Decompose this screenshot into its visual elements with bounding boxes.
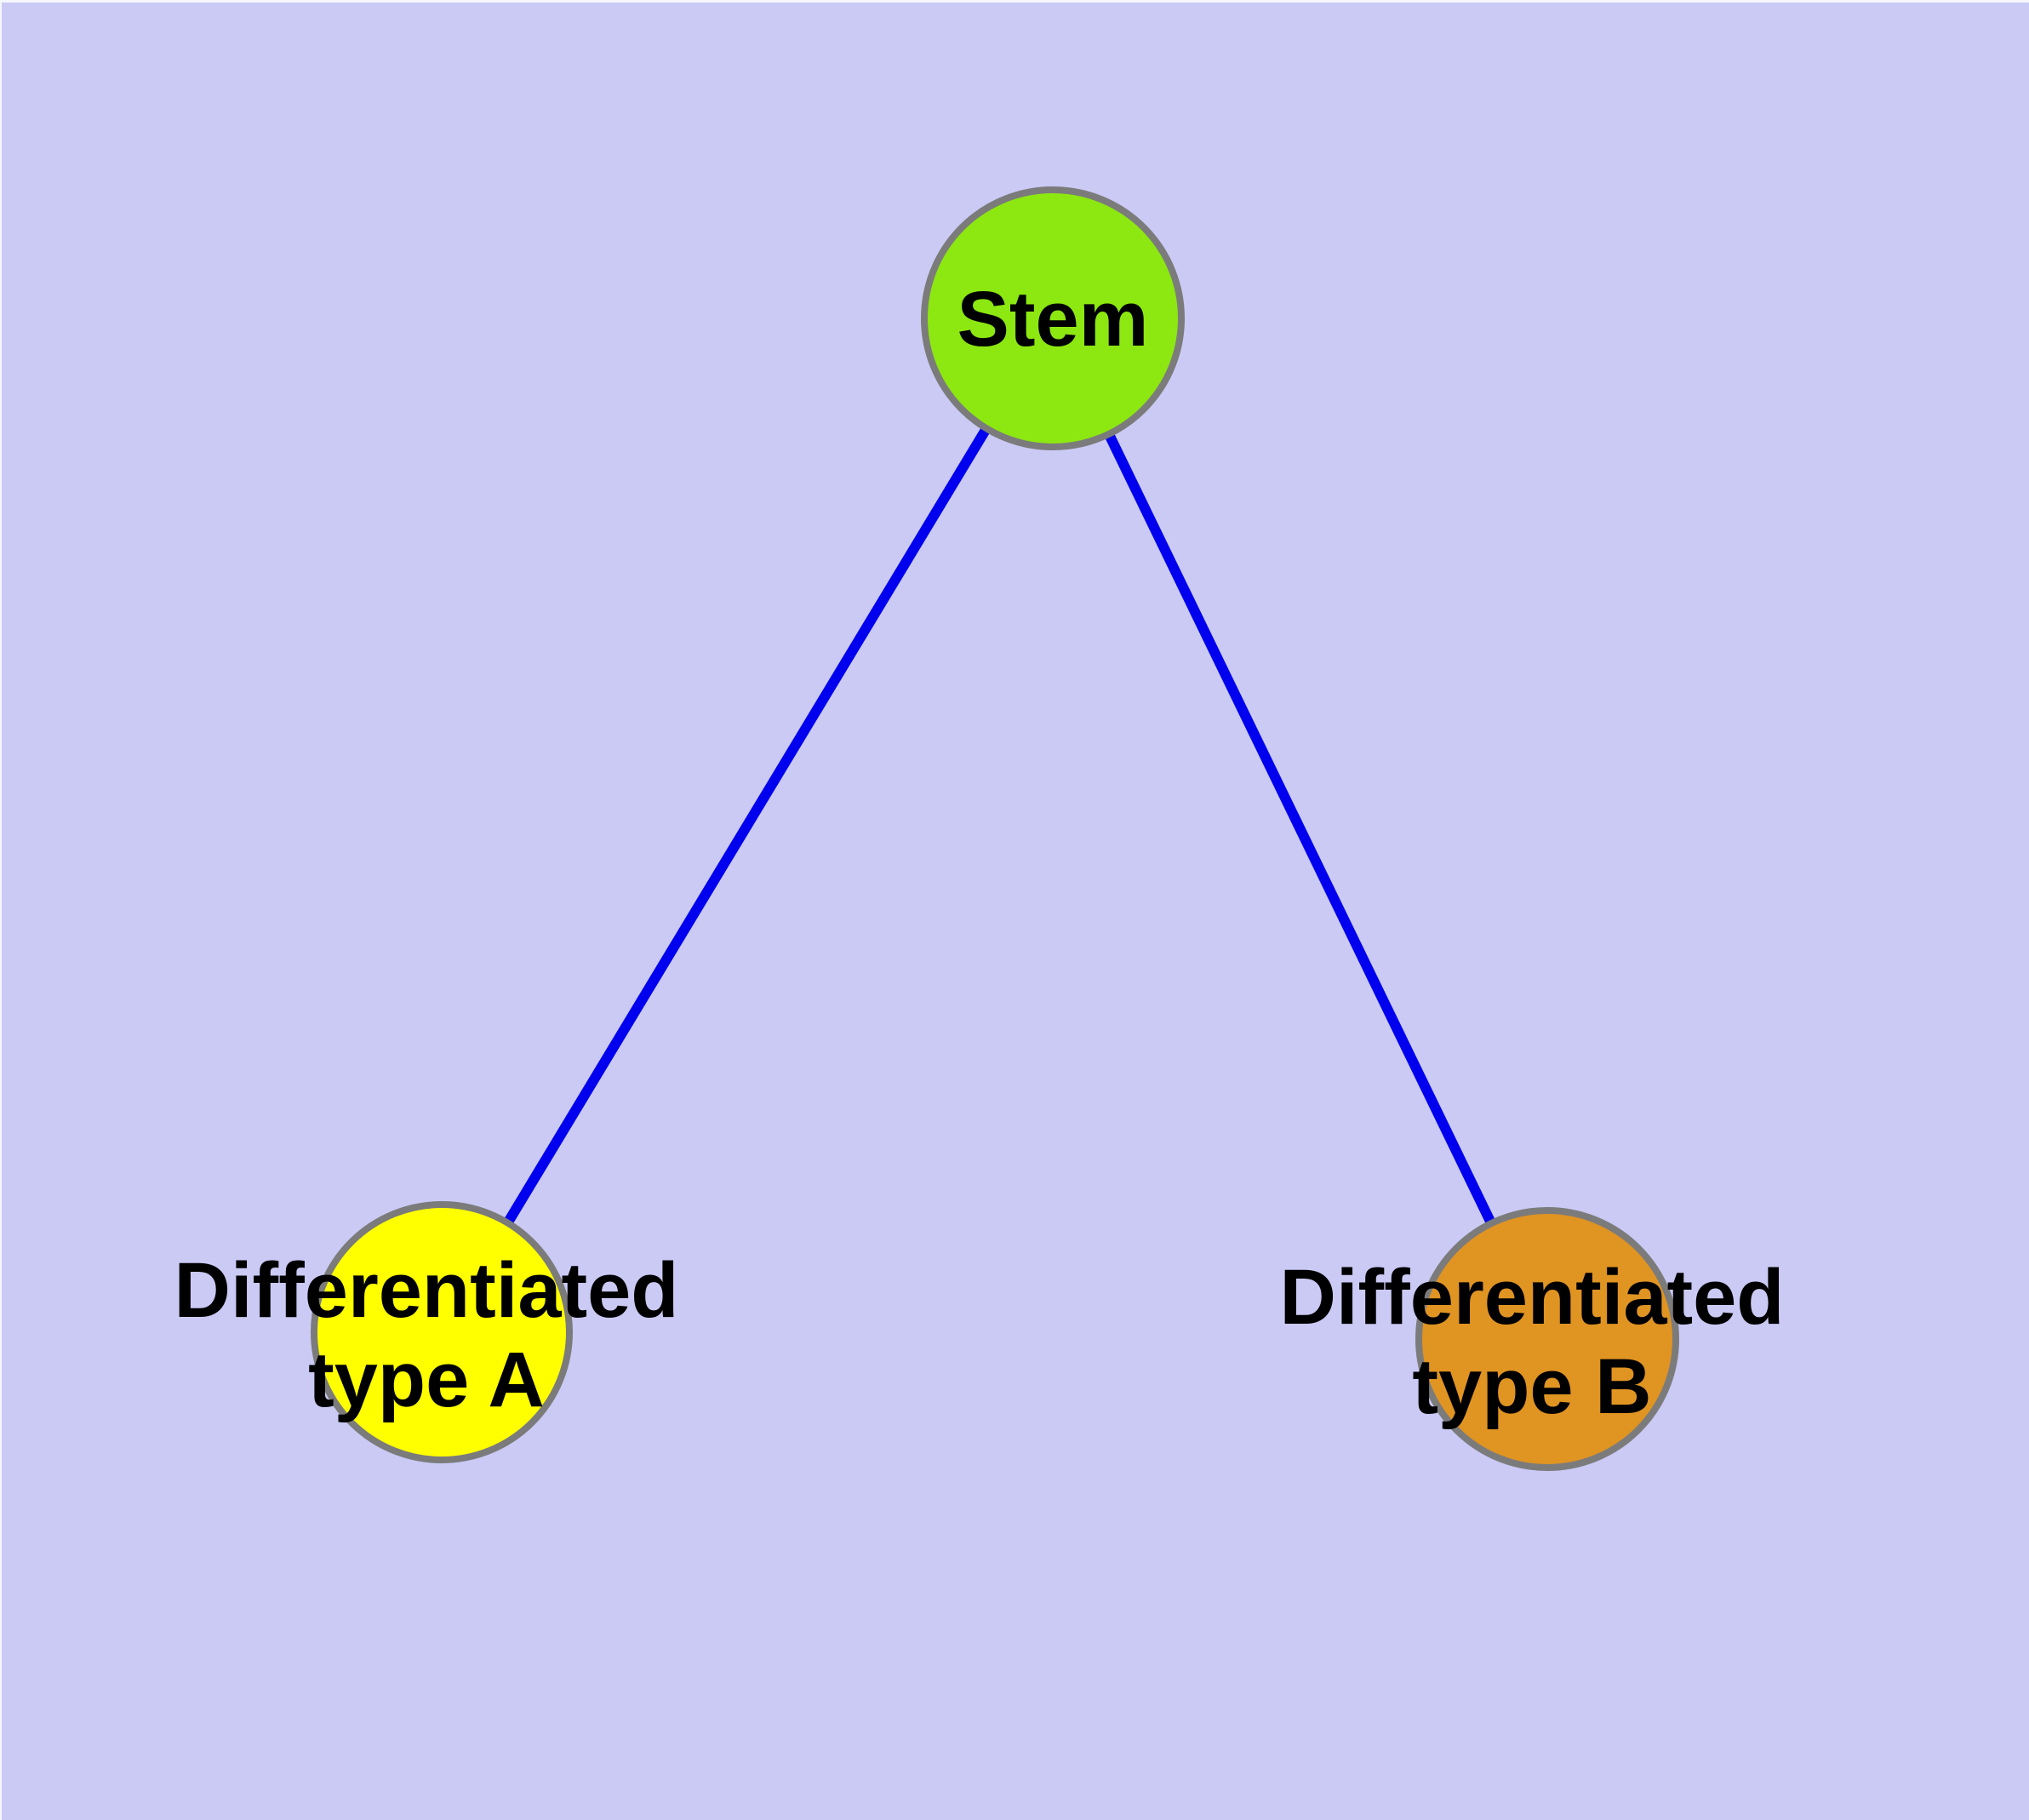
node-differentiated-type-a-label-line1: Differentiated bbox=[174, 1247, 679, 1334]
node-differentiated-type-b-label-line2: type B bbox=[1412, 1343, 1651, 1430]
edge-stem-to-type-b bbox=[1048, 316, 1552, 1342]
node-layer bbox=[311, 186, 1679, 1471]
node-differentiated-type-b-circle bbox=[1415, 1207, 1679, 1471]
label-layer: Stem Differentiated type A Differentiate… bbox=[174, 276, 1785, 1430]
node-differentiated-type-b-label-line1: Differentiated bbox=[1280, 1254, 1785, 1341]
node-stem-circle bbox=[921, 186, 1185, 450]
node-stem-label: Stem bbox=[957, 276, 1149, 363]
node-differentiated-type-a-circle bbox=[311, 1201, 573, 1463]
edge-layer bbox=[437, 315, 1552, 1342]
node-differentiated-type-a-label-line2: type A bbox=[308, 1336, 545, 1423]
edge-stem-to-type-a bbox=[437, 315, 1058, 1336]
